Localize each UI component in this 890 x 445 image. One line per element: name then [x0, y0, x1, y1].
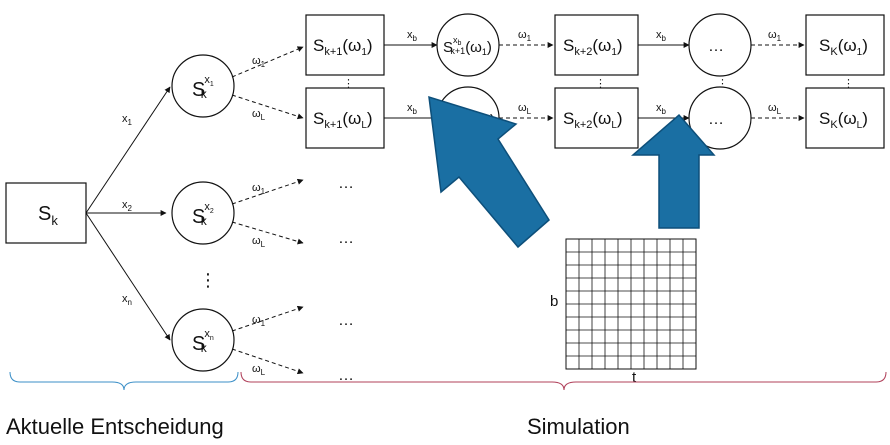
state-K-w1 — [805, 14, 885, 76]
label-xb-top: xb — [407, 29, 418, 43]
edge-xn-wL — [231, 348, 304, 375]
ellipsis-x2-w1: … — [338, 175, 354, 192]
label-wL-c: ωL — [252, 363, 266, 377]
root-state-box — [5, 182, 87, 244]
block-arrow-left — [428, 95, 550, 249]
label-wL-a: ωL — [252, 108, 266, 122]
grid-ylabel: b — [550, 293, 558, 310]
value-grid — [565, 238, 697, 370]
root-state-label: Sk — [38, 203, 58, 228]
label-w1-top-1: ω1 — [518, 29, 532, 43]
label-w1-c: ω1 — [252, 314, 266, 328]
label-wL-bottom-2: ωL — [768, 102, 782, 116]
state-K-w1-label: SK(ω1) — [819, 36, 868, 58]
state-k1-wL-label: Sk+1(ωL) — [313, 109, 373, 131]
edge-root-x1 — [85, 86, 171, 214]
edge-label-x1: x1 — [122, 113, 133, 127]
edge-label-xn: xn — [122, 293, 132, 307]
edge-x1-w1 — [231, 46, 304, 78]
ellipsis-x2-wL: … — [338, 230, 354, 247]
label-w1-a: ω1 — [252, 55, 266, 69]
edge-root-xn — [85, 212, 171, 341]
ellipsis-node-bottom-label: … — [708, 111, 724, 128]
brace-current-decision — [9, 371, 239, 391]
label-w1-b: ω1 — [252, 182, 266, 196]
state-K-wL-label: SK(ωL) — [819, 109, 868, 131]
decision-node-xn — [171, 308, 235, 372]
edge-xn-w1 — [231, 305, 304, 332]
edge-label-x2: x2 — [122, 199, 133, 213]
label-xb-bottom: xb — [407, 102, 418, 116]
label-wL-bottom-1: ωL — [518, 102, 532, 116]
ellipsis-xn-w1: … — [338, 312, 354, 329]
ellipsis-node-top-label: … — [708, 38, 724, 55]
edge-x1-wL — [231, 94, 304, 120]
footer-current-decision: Aktuelle Entscheidung — [6, 414, 224, 439]
vdots-col5: ⋮ — [843, 78, 854, 90]
vdots-col1: ⋮ — [343, 78, 354, 90]
state-k2-w1-label: Sk+2(ω1) — [563, 36, 623, 58]
state-k2-wL — [554, 87, 639, 149]
decision-node-x1 — [171, 54, 235, 118]
state-k1-wL — [305, 87, 385, 149]
state-k1-w1 — [305, 14, 385, 76]
label-wL-b: ωL — [252, 235, 266, 249]
edge-x2-wL — [231, 221, 304, 245]
state-k1-w1-label: Sk+1(ω1) — [313, 36, 373, 58]
ellipsis-xn-wL: … — [338, 367, 354, 384]
label-w1-top-2: ω1 — [768, 29, 782, 43]
footer-simulation: Simulation — [527, 414, 630, 439]
label-xb-bottom-2: xb — [656, 102, 667, 116]
state-k2-wL-label: Sk+2(ωL) — [563, 109, 623, 131]
vdots-col3: ⋮ — [595, 78, 606, 90]
brace-simulation — [240, 371, 887, 391]
state-K-wL — [805, 87, 885, 149]
block-arrow-right — [630, 113, 716, 229]
decision-node-x2 — [171, 181, 235, 245]
grid-xlabel: t — [632, 369, 637, 386]
label-xb-top-2: xb — [656, 29, 667, 43]
vdots-decisions: ⋮ — [199, 270, 217, 290]
vdots-col4: ⋮ — [717, 78, 728, 90]
edge-x2-w1 — [231, 178, 304, 205]
